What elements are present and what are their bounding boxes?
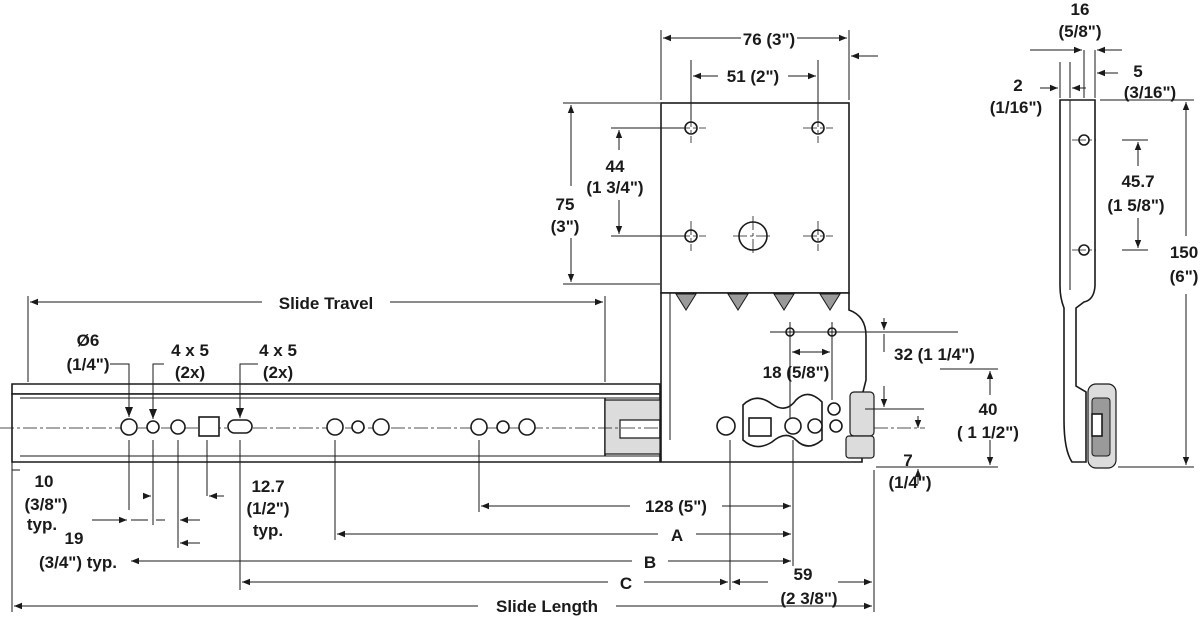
label-bracket-hole-spacing-v-in: (1 3/4") — [586, 178, 643, 197]
label-bracket-hole-spacing-v-mm: 44 — [606, 157, 625, 176]
pin-hole — [784, 417, 802, 435]
pin-hole — [807, 418, 823, 434]
slide-rail — [11, 383, 661, 471]
label-side-5-in: (3/16") — [1124, 83, 1176, 102]
label-side-150-mm: 150 — [1170, 243, 1198, 262]
label-side-45-7-in: (1 5/8") — [1107, 196, 1164, 215]
latch — [849, 391, 875, 437]
label-bracket-height-mm: 75 — [556, 195, 575, 214]
label-slide-length: Slide Length — [496, 597, 598, 616]
label-slide-travel: Slide Travel — [279, 294, 374, 313]
round-hole — [470, 418, 488, 436]
label-hole-diameter-mm: Ø6 — [77, 331, 100, 350]
label-slot-a-size: 4 x 5 — [171, 341, 209, 360]
label-dim-10-typ: typ. — [27, 515, 57, 534]
slot-hole — [227, 419, 253, 434]
label-dim-59-mm: 59 — [794, 565, 813, 584]
label-side-2-in: (1/16") — [990, 98, 1042, 117]
round-hole — [351, 420, 365, 434]
pin-hole — [829, 419, 843, 433]
label-slot-b-size: 4 x 5 — [259, 341, 297, 360]
label-hole-diameter-in: (1/4") — [66, 355, 109, 374]
round-hole — [120, 418, 138, 436]
label-bracket-height-in: (3") — [551, 217, 580, 236]
round-hole — [170, 419, 186, 435]
round-hole — [372, 418, 390, 436]
label-slot-b-count: (2x) — [263, 363, 293, 382]
square-hole — [198, 416, 220, 437]
label-side-2-mm: 2 — [1013, 76, 1022, 95]
label-dim-128: 128 (5") — [645, 497, 707, 516]
pin-hole — [827, 402, 841, 416]
label-side-5-mm: 5 — [1133, 62, 1142, 81]
label-slot-a-count: (2x) — [175, 363, 205, 382]
side-view-profile — [1059, 99, 1117, 469]
label-bracket-hole-spacing-h: 51 (2") — [727, 67, 779, 86]
round-hole — [518, 418, 536, 436]
mounting-bracket — [660, 102, 875, 463]
pin-hole — [716, 416, 736, 436]
rail-holes — [120, 416, 536, 437]
label-dim-12-7-mm: 12.7 — [251, 477, 284, 496]
label-dim-c: C — [620, 574, 632, 593]
label-side-16-mm: 16 — [1071, 0, 1090, 19]
label-bracket-width: 76 (3") — [743, 30, 795, 49]
cutout-square — [748, 417, 772, 437]
label-dim-7-mm: 7 — [903, 451, 912, 470]
round-hole — [326, 418, 344, 436]
label-dim-18: 18 (5/8") — [763, 363, 830, 382]
label-dim-12-7-typ: typ. — [253, 521, 283, 540]
label-side-45-7-mm: 45.7 — [1121, 172, 1154, 191]
label-dim-40-in: ( 1 1/2") — [957, 423, 1019, 442]
label-side-150-in: (6") — [1170, 267, 1199, 286]
label-dim-10-mm: 10 — [35, 472, 54, 491]
round-hole — [146, 420, 160, 434]
label-side-16-in: (5/8") — [1058, 22, 1101, 41]
label-dim-a: A — [671, 526, 683, 545]
label-dim-59-in: (2 3/8") — [780, 589, 837, 608]
label-dim-19-mm: 19 — [65, 529, 84, 548]
label-dim-12-7-in: (1/2") — [246, 499, 289, 518]
round-hole — [496, 420, 510, 434]
label-dim-40-mm: 40 — [979, 400, 998, 419]
label-dim-32: 32 (1 1/4") — [894, 345, 975, 364]
label-dim-10-in: (3/8") — [24, 495, 67, 514]
label-dim-b: B — [644, 553, 656, 572]
label-dim-7-in: (1/4") — [888, 473, 931, 492]
label-dim-19-in: (3/4") typ. — [39, 553, 117, 572]
